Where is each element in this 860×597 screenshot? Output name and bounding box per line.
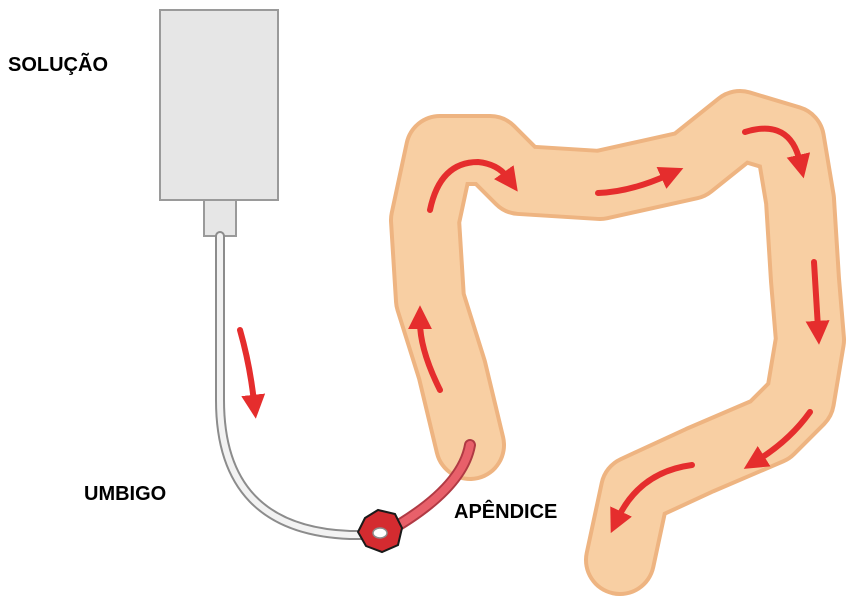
solution-label: SOLUÇÃO <box>8 54 108 77</box>
irrigation-tube <box>220 236 385 535</box>
navel-stoma <box>358 510 402 552</box>
appendix-label: APÊNDICE <box>454 501 557 524</box>
bag-nozzle <box>204 200 236 236</box>
navel-label: UMBIGO <box>84 483 166 506</box>
flow-arrow-descending-1 <box>814 262 818 328</box>
flow-arrow-tube <box>240 330 254 402</box>
bag-body <box>160 10 278 200</box>
solution-bag <box>160 10 278 236</box>
